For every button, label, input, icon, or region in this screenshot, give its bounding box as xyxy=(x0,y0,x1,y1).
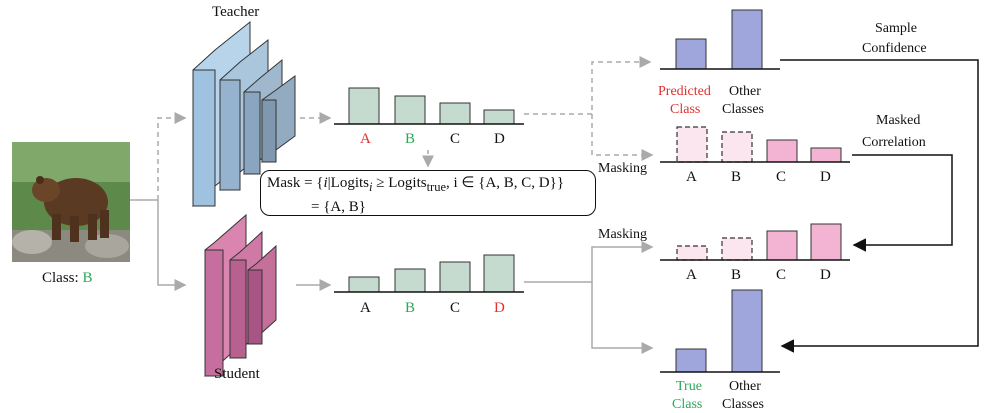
mask-formula-line-2: = {A, B} xyxy=(311,199,366,215)
teacher-class-c: C xyxy=(450,131,460,147)
teacher-masked-class-d: D xyxy=(820,169,831,185)
bear-photo-icon xyxy=(12,142,130,262)
teacher-class-d: D xyxy=(494,131,505,147)
teacher-to-confidence-arrow xyxy=(524,56,652,115)
teacher-masked-class-a: A xyxy=(686,169,697,185)
masked-correlation-label-1: Masked xyxy=(876,113,920,128)
mask-formula-box: Mask = {i|Logitsi ≥ Logitstrue, i ∈ {A, … xyxy=(260,170,596,216)
sample-confidence-label-1: Sample xyxy=(875,21,917,36)
mask-formula-line-1: Mask = {i|Logitsi ≥ Logitstrue, i ∈ {A, … xyxy=(267,175,565,194)
student-confidence-bars xyxy=(660,289,780,373)
other-classes-label-2: Classes xyxy=(722,102,764,117)
masking-top-label: Masking xyxy=(598,161,647,176)
student-class-c: C xyxy=(450,300,460,316)
image-to-student-arrow xyxy=(157,200,187,291)
masked-correlation-label-2: Correlation xyxy=(862,135,926,150)
other-classes-b-label-2: Classes xyxy=(722,397,764,412)
class-label: Class: B xyxy=(42,270,92,286)
student-class-d: D xyxy=(494,300,505,316)
masking-bottom-label: Masking xyxy=(598,227,647,242)
student-network xyxy=(204,213,277,378)
sample-confidence-arrow xyxy=(780,59,979,353)
teacher-to-masking-arrow xyxy=(591,114,654,161)
masked-correlation-arrow xyxy=(852,154,953,252)
true-class-label-2: Class xyxy=(672,397,702,412)
teacher-masked-bars xyxy=(660,126,850,163)
student-to-masking-arrow xyxy=(524,241,654,283)
student-logits xyxy=(334,254,524,293)
student-masked-class-c: C xyxy=(776,267,786,283)
student-masked-class-d: D xyxy=(820,267,831,283)
teacher-class-a: A xyxy=(360,131,371,147)
teacher-network xyxy=(192,20,296,208)
teacher-class-b: B xyxy=(405,131,415,147)
student-masked-class-a: A xyxy=(686,267,697,283)
image-to-teacher-arrow xyxy=(157,112,187,200)
student-masked-bars xyxy=(660,223,850,261)
student-class-a: A xyxy=(360,300,371,316)
other-classes-b-label-1: Other xyxy=(729,379,761,394)
student-label: Student xyxy=(214,366,261,382)
predicted-class-label-1: Predicted xyxy=(658,84,711,99)
student-class-b: B xyxy=(405,300,415,316)
teacher-masked-class-b: B xyxy=(731,169,741,185)
sample-confidence-label-2: Confidence xyxy=(862,41,927,56)
predicted-class-label-2: Class xyxy=(670,102,700,117)
teacher-label: Teacher xyxy=(212,4,259,20)
student-masked-class-b: B xyxy=(731,267,741,283)
teacher-confidence-bars xyxy=(660,9,780,70)
true-class-label-1: True xyxy=(676,379,702,394)
teacher-logits xyxy=(334,87,524,125)
student-to-confidence-arrow xyxy=(591,282,654,354)
teacher-masked-class-c: C xyxy=(776,169,786,185)
other-classes-label-1: Other xyxy=(729,84,761,99)
